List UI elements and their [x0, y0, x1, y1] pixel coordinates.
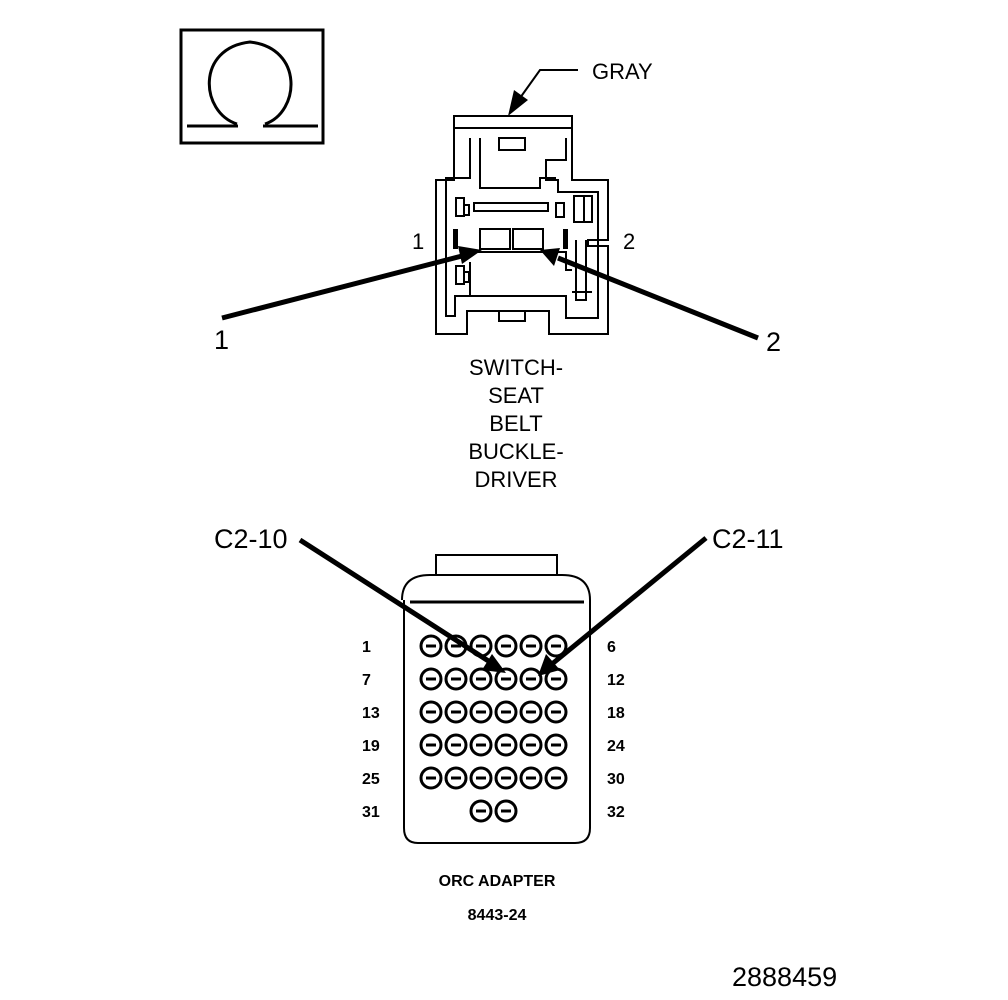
row-label-right: 30: [607, 771, 625, 788]
connector-name-line: BELT: [489, 411, 542, 436]
pin-cavity: [494, 733, 518, 757]
pin-cavity: [469, 667, 493, 691]
callout-arrow-c2-10: [298, 537, 492, 665]
pin-cavity: [544, 766, 568, 790]
callout-arrowhead-2: [540, 248, 560, 266]
orc-adapter-connector: [401, 554, 591, 844]
callout-label-1: 1: [214, 325, 229, 355]
pin-cavity: [544, 733, 568, 757]
pin-cavity: [469, 733, 493, 757]
pin-cavity: [444, 667, 468, 691]
pin-cavity: [469, 766, 493, 790]
callout-arrow-2: [557, 255, 759, 341]
gray-leader-line: [519, 69, 578, 99]
callout-arrowhead-c2-11: [538, 654, 560, 676]
pin-cavity: [519, 634, 543, 658]
row-label-right: 24: [607, 738, 625, 755]
connector-name-line: SEAT: [488, 383, 544, 408]
pin-cavity: [544, 700, 568, 724]
row-label-left: 25: [362, 771, 380, 788]
pin-cavity: [494, 634, 518, 658]
pin-cavity: [544, 634, 568, 658]
pin-grid: [419, 634, 568, 823]
connector-name-line: BUCKLE-: [468, 439, 563, 464]
row-label-right: 32: [607, 804, 625, 821]
row-label-right: 18: [607, 705, 625, 722]
pin-cavity: [419, 634, 443, 658]
adapter-part-number: 8443-24: [468, 907, 527, 924]
pin-cavity: [519, 766, 543, 790]
gray-arrowhead: [508, 90, 528, 116]
connector-name-line: SWITCH-: [469, 355, 563, 380]
pin-cavity: [444, 733, 468, 757]
pin-cavity: [419, 667, 443, 691]
pin-cavity: [494, 667, 518, 691]
pin-cavity: [469, 799, 493, 823]
row-labels-left: 1 7 13 19 25 31: [362, 639, 380, 821]
pin-cavity: [419, 766, 443, 790]
callout-arrow-c2-11: [550, 536, 708, 666]
pin-cavity: [444, 700, 468, 724]
pin-cavity: [419, 733, 443, 757]
row-label-left: 13: [362, 705, 380, 722]
figure-id: 2888459: [732, 962, 837, 992]
callout-arrow-1: [221, 253, 463, 321]
callout-label-c2-10: C2-10: [214, 524, 288, 554]
seat-belt-switch-connector: [435, 115, 609, 335]
row-label-left: 1: [362, 639, 371, 656]
row-label-left: 7: [362, 672, 371, 689]
wire-color-label: GRAY: [592, 59, 653, 84]
adapter-name: ORC ADAPTER: [439, 873, 556, 890]
callout-label-c2-11: C2-11: [712, 524, 784, 554]
pin-cavity: [519, 733, 543, 757]
pin-cavity: [444, 766, 468, 790]
cavity-label-2: 2: [623, 229, 635, 254]
row-labels-right: 6 12 18 24 30 32: [607, 639, 625, 821]
pin-cavity: [469, 700, 493, 724]
callout-label-2: 2: [766, 327, 781, 357]
pin-cavity: [494, 700, 518, 724]
connector-name-line: DRIVER: [474, 467, 557, 492]
row-label-right: 12: [607, 672, 625, 689]
pin-cavity: [519, 667, 543, 691]
row-label-left: 31: [362, 804, 380, 821]
ohm-symbol-icon: [179, 28, 325, 145]
pin-cavity: [519, 700, 543, 724]
callout-arrowhead-1: [458, 246, 482, 264]
pin-cavity: [494, 799, 518, 823]
row-label-right: 6: [607, 639, 616, 656]
row-label-left: 19: [362, 738, 380, 755]
pin-cavity: [494, 766, 518, 790]
pin-cavity: [419, 700, 443, 724]
connector-name: SWITCH- SEAT BELT BUCKLE- DRIVER: [468, 355, 563, 492]
callout-arrowhead-c2-10: [482, 654, 506, 673]
cavity-label-1: 1: [412, 229, 424, 254]
